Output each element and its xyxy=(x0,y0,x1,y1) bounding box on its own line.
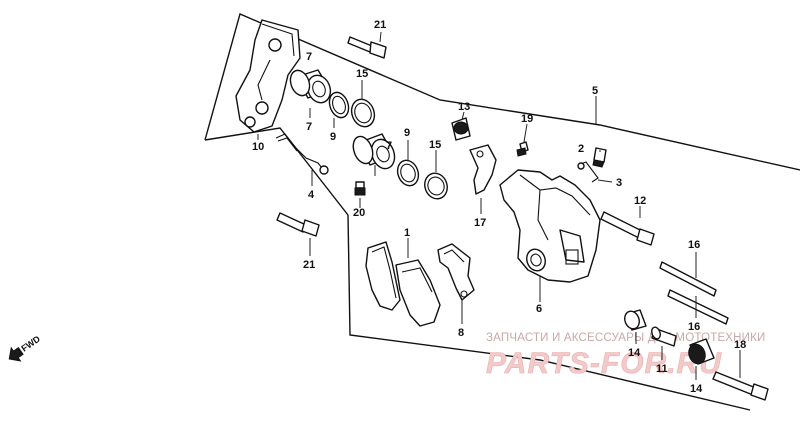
callout-19: 19 xyxy=(521,113,533,125)
callout-numbers: 21 7 15 7 9 10 7 9 15 4 20 13 19 5 2 3 1… xyxy=(252,19,746,395)
callout-4: 4 xyxy=(308,189,315,201)
pad-retainer-17 xyxy=(469,144,497,195)
callout-14-top: 14 xyxy=(628,347,641,359)
callout-6: 6 xyxy=(536,303,542,315)
bolt-21-bottom xyxy=(276,212,320,237)
watermark-brand: PARTS-FOR.RU xyxy=(486,347,722,380)
pin-boot-13 xyxy=(451,117,471,141)
caliper-bracket xyxy=(235,19,301,133)
callout-16-bottom: 16 xyxy=(688,321,700,333)
assembly-frame xyxy=(204,13,800,171)
bleeder-screw-2 xyxy=(592,147,607,168)
bolt-12 xyxy=(600,211,655,246)
callout-21-top: 21 xyxy=(374,19,386,31)
fwd-label: FWD xyxy=(19,333,42,353)
callout-15-mid: 15 xyxy=(429,139,441,151)
dust-seal-15-top xyxy=(350,98,376,128)
piston-seal-9-middle xyxy=(396,159,420,187)
bleeder-cap-3 xyxy=(577,161,599,183)
callout-7-lower: 7 xyxy=(306,121,312,133)
bolt-18 xyxy=(712,371,769,401)
leader-lines xyxy=(257,31,741,380)
callout-17: 17 xyxy=(474,217,486,229)
bolt-21-top xyxy=(347,36,387,59)
callout-7-top: 7 xyxy=(306,51,312,63)
callout-21-bottom: 21 xyxy=(303,259,315,271)
bushing-14-bottom xyxy=(688,338,715,365)
forward-direction-indicator: FWD xyxy=(8,333,42,362)
brake-pads-1 xyxy=(365,241,441,327)
callout-20: 20 xyxy=(353,207,365,219)
callout-7-mid: 7 xyxy=(386,140,392,152)
callout-15-top: 15 xyxy=(356,68,368,80)
bleeder-valve-20 xyxy=(354,181,366,196)
callout-2: 2 xyxy=(578,143,584,155)
piston-7-middle xyxy=(352,133,396,170)
slide-pin-16-top xyxy=(659,261,717,297)
piston-seal-9-top xyxy=(328,91,350,119)
callout-5: 5 xyxy=(592,85,598,97)
callout-11: 11 xyxy=(656,363,668,375)
callout-18: 18 xyxy=(734,339,746,351)
callout-1: 1 xyxy=(404,227,410,239)
bushing-14-top xyxy=(624,309,647,331)
sleeve-11 xyxy=(651,326,677,347)
pad-shim-8 xyxy=(437,243,475,301)
caliper-body-6 xyxy=(499,169,601,283)
callout-8: 8 xyxy=(458,327,464,339)
callout-3: 3 xyxy=(616,177,622,189)
callout-13: 13 xyxy=(458,101,470,113)
slide-pin-16-bottom xyxy=(667,289,729,325)
callout-14-bottom: 14 xyxy=(690,383,703,395)
callout-16-top: 16 xyxy=(688,239,700,251)
piston-7-top xyxy=(289,69,332,104)
callout-12: 12 xyxy=(634,195,646,207)
callout-9-mid: 9 xyxy=(404,127,410,139)
callout-10: 10 xyxy=(252,141,264,153)
screw-19 xyxy=(516,141,529,157)
pad-spring-4 xyxy=(275,133,329,175)
dust-seal-15-middle xyxy=(424,172,448,200)
watermark-caption: ЗАПЧАСТИ И АКСЕССУАРЫ ДЛЯ МОТОТЕХНИКИ xyxy=(486,332,766,344)
callout-9-top: 9 xyxy=(330,131,336,143)
